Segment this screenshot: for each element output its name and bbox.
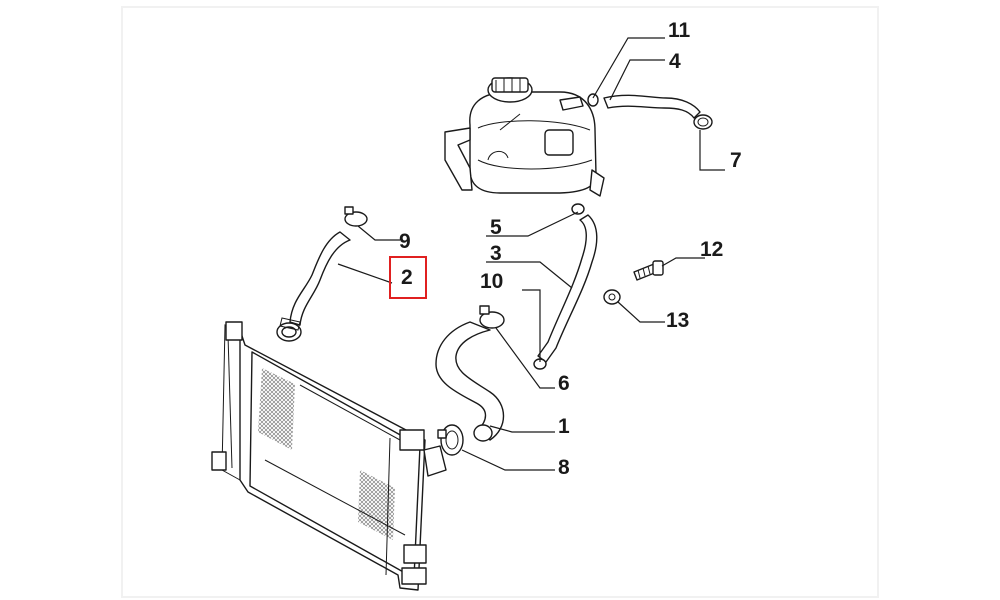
callout-4: 4 xyxy=(669,50,681,73)
callout-2: 2 xyxy=(401,266,413,289)
radiator xyxy=(211,321,447,591)
lower-radiator-hose xyxy=(435,321,505,442)
expansion-tank xyxy=(444,77,605,197)
callout-3: 3 xyxy=(490,242,502,265)
callout-11: 11 xyxy=(668,19,691,42)
diagram-frame xyxy=(121,6,879,598)
overflow-hose-4 xyxy=(603,94,701,119)
leader-lines xyxy=(337,37,725,471)
highlight-box xyxy=(389,256,427,299)
hose-clamp-6 xyxy=(479,305,505,329)
callout-6: 6 xyxy=(558,372,570,395)
callout-8: 8 xyxy=(558,456,570,479)
callout-13: 13 xyxy=(666,309,689,332)
washer-13 xyxy=(603,289,621,305)
hose-clamp-8 xyxy=(437,424,464,456)
hose-clamp-9 xyxy=(344,206,368,227)
callout-12: 12 xyxy=(700,238,723,261)
callout-10: 10 xyxy=(480,270,503,293)
screw-12 xyxy=(633,260,664,281)
hose-clamp-7 xyxy=(693,114,713,130)
o-ring-5 xyxy=(571,203,585,215)
bleed-hose-3 xyxy=(533,214,598,370)
o-ring-11 xyxy=(587,93,599,107)
callout-1: 1 xyxy=(558,415,570,438)
callout-7: 7 xyxy=(730,149,742,172)
callout-9: 9 xyxy=(399,230,411,253)
callout-5: 5 xyxy=(490,216,502,239)
upper-radiator-hose xyxy=(276,231,351,342)
